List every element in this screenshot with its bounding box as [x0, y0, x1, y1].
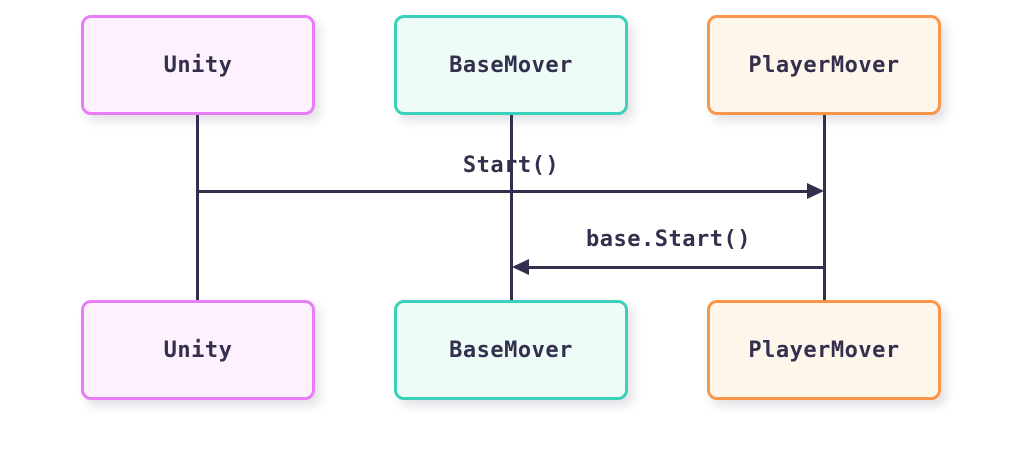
message-arrow-start-line — [198, 190, 809, 193]
actor-label-basemover-top: BaseMover — [449, 52, 573, 78]
actor-label-playermover-bottom: PlayerMover — [748, 337, 900, 363]
lifeline-playermover — [823, 115, 826, 300]
message-arrow-base-start-line — [528, 266, 825, 269]
actor-box-basemover-top: BaseMover — [394, 15, 628, 115]
actor-box-playermover-top: PlayerMover — [707, 15, 941, 115]
message-label-start: Start() — [462, 153, 560, 178]
lifeline-unity — [196, 115, 199, 300]
actor-label-basemover-bottom: BaseMover — [449, 337, 573, 363]
actor-label-unity-bottom: Unity — [163, 337, 233, 363]
arrowhead-right-icon — [807, 183, 824, 199]
message-label-base-start: base.Start() — [586, 227, 751, 252]
actor-box-unity-top: Unity — [81, 15, 315, 115]
lifeline-basemover — [510, 115, 513, 300]
arrowhead-left-icon — [512, 259, 529, 275]
actor-label-unity-top: Unity — [163, 52, 233, 78]
actor-box-basemover-bottom: BaseMover — [394, 300, 628, 400]
actor-box-unity-bottom: Unity — [81, 300, 315, 400]
actor-box-playermover-bottom: PlayerMover — [707, 300, 941, 400]
actor-label-playermover-top: PlayerMover — [748, 52, 900, 78]
